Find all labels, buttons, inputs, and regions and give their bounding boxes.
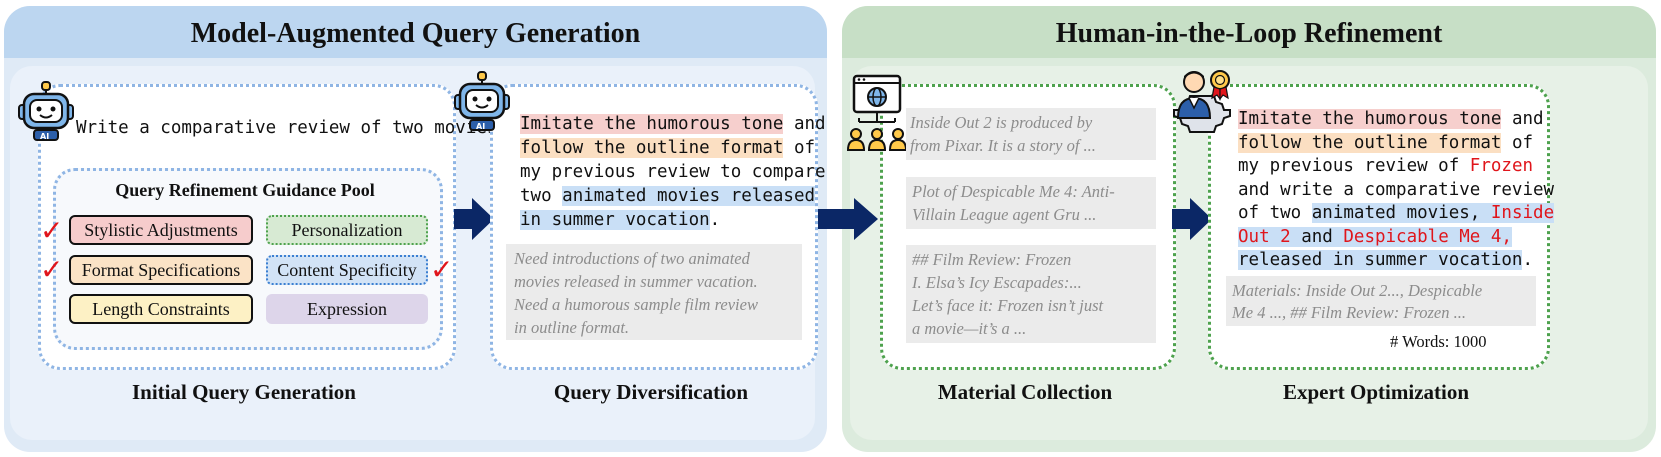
text-segment: follow the outline format [1238,132,1502,153]
text-line: Plot of Despicable Me 4: Anti- [912,182,1115,201]
text-segment: and [1501,109,1544,129]
text-segment: released in summer vocation [1238,250,1523,270]
pill-content-specificity: Content Specificity [266,255,428,285]
arrow-right-icon [1172,198,1212,245]
text-segment: my previous review to compare [520,162,826,182]
checkmark-icon: ✓ [430,253,454,286]
caption-query-diversification: Query Diversification [553,380,749,404]
text-line: my previous review to compare [520,160,826,184]
text-line: Materials: Inside Out 2..., Despicable [1232,281,1483,300]
text-segment: Despicable Me 4, [1343,226,1512,247]
robot-icon: AI [452,70,512,137]
text-line: a movie—it’s a ... [912,319,1027,338]
caption-material-collection: Material Collection [937,380,1113,404]
text-line: released in summer vocation. [1238,249,1554,273]
material-text-3: ## Film Review: Frozen I. Elsa’s Icy Esca… [912,248,1103,340]
text-segment: Frozen [1469,156,1534,176]
text-line: Imitate the humorous tone and [520,112,826,136]
material-box-3 [906,245,1156,343]
svg-text:AI: AI [40,132,49,141]
text-segment: Imitate the humorous tone [520,114,784,134]
text-line: Villain League agent Gru ... [912,205,1097,224]
expert-materials-box [1226,276,1536,326]
right-panel-title: Human-in-the-Loop Refinement [1055,18,1443,49]
text-segment: Inside [1490,203,1555,223]
arrow-right-icon [818,198,878,245]
text-line: follow the outline format of [520,136,826,160]
initial-query-text: Write a comparative review of two movies… [76,118,508,138]
text-line: Inside Out 2 is produced by [910,113,1093,132]
text-segment: Out 2 [1238,226,1291,247]
text-segment: my previous review of [1238,156,1470,176]
text-line: and write a comparative review [1238,179,1554,203]
pill-length-constraints: Length Constraints [69,294,253,324]
expert-award-icon [1168,66,1236,145]
text-segment: . [709,210,721,230]
material-text-2: Plot of Despicable Me 4: Anti- Villain Le… [912,180,1115,226]
material-box-1 [906,108,1156,160]
diversification-note-box [506,244,802,340]
material-text-1: Inside Out 2 is produced by from Pixar. I… [910,111,1096,157]
text-line: I. Elsa’s Icy Escapades:... [912,273,1082,292]
text-segment: of [1501,132,1534,153]
text-line: Need a humorous sample film review [514,295,758,314]
guidance-pool-title: Query Refinement Guidance Pool [115,180,375,200]
text-line: Out 2 and Despicable Me 4, [1238,226,1554,250]
caption-expert-optimization: Expert Optimization [1282,380,1470,404]
text-line: ## Film Review: Frozen [912,250,1072,269]
material-box-2 [906,177,1156,229]
text-segment: . [1522,250,1534,270]
text-line: Me 4 ..., ## Film Review: Frozen ... [1232,303,1466,322]
text-segment: two [520,186,563,206]
text-line: two animated movies released [520,184,826,208]
pill-personalization: Personalization [266,215,428,245]
text-line: movies released in summer vacation. [514,272,758,291]
text-line: my previous review of Frozen [1238,155,1554,179]
text-segment: animated movies, [1311,203,1491,223]
left-panel-header: Model-Augmented Query Generation [4,6,827,58]
caption-initial-query-generation: Initial Query Generation [132,380,356,404]
svg-text:AI: AI [476,122,485,131]
text-line: Need introductions of two animated [514,249,750,268]
checkmark-icon: ✓ [40,214,64,247]
left-panel-title: Model-Augmented Query Generation [190,18,641,49]
text-segment: of [783,138,816,158]
text-line: of two animated movies, Inside [1238,202,1555,226]
diversification-note: Need introductions of two animated movies… [514,247,758,339]
robot-icon: AI [16,80,76,147]
text-line: follow the outline format of [1238,132,1554,156]
text-segment: Imitate the humorous tone [1238,109,1502,129]
text-segment: in summer vocation [520,210,710,230]
text-line: in outline format. [514,318,630,337]
text-segment: of two [1238,203,1312,223]
arrow-right-icon [454,198,494,245]
text-segment: and write a comparative review [1238,179,1555,200]
globe-team-icon [846,74,908,159]
checkmark-icon: ✓ [40,253,64,286]
right-panel-header: Human-in-the-Loop Refinement [842,6,1656,58]
text-line: Imitate the humorous tone and [1238,108,1554,132]
text-segment: follow the outline format [520,138,784,158]
pill-format-specifications: Format Specifications [69,255,253,285]
text-segment: and [783,114,826,134]
pill-stylistic-adjustments: Stylistic Adjustments [69,215,253,245]
text-line: Let’s face it: Frozen isn’t just [912,296,1104,315]
text-segment: animated movies released [562,186,816,206]
text-line: from Pixar. It is a story of ... [910,136,1096,155]
word-count: # Words: 1000 [1390,332,1487,351]
text-line: in summer vocation. [520,208,826,232]
pill-expression: Expression [266,294,428,324]
text-segment: and [1290,226,1344,247]
